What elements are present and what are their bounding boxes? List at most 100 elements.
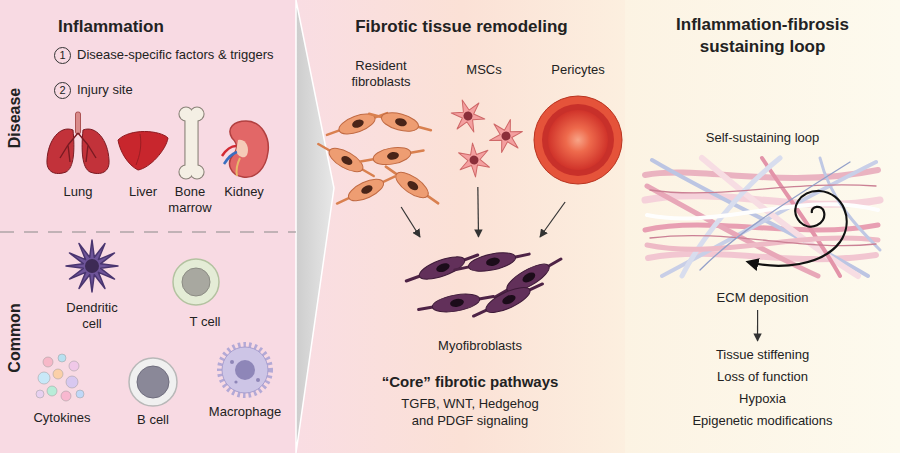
section-heading: “Core” fibrotic pathways <box>360 372 580 391</box>
cell-label: Myofibroblasts <box>405 338 555 354</box>
cytokine-dots-part <box>69 361 79 371</box>
cell-label: Resident fibroblasts <box>325 58 437 90</box>
fibroblast-cells-part <box>367 106 433 138</box>
cell-label: Dendritic cell <box>57 300 127 332</box>
figure-label: ECM deposition <box>640 290 885 306</box>
figure-label: Self-sustaining loop <box>640 130 885 146</box>
ecm-fibers-part <box>645 225 878 230</box>
arrow-connector <box>540 202 565 237</box>
loop-panel: Inflammation-fibrosis sustaining loopSel… <box>625 0 900 453</box>
macrophage-icon-part <box>235 360 255 380</box>
bone-icon-part <box>180 108 204 179</box>
bone-icon-part-part <box>186 114 198 172</box>
cell-group: MSCs <box>440 62 528 185</box>
organ-label: Kidney <box>219 184 269 200</box>
panel-heading: Inflammation <box>58 16 298 38</box>
cytokine-dots-part <box>36 390 44 398</box>
pericyte-icon-part <box>548 110 608 170</box>
cytokine-dots <box>36 354 84 401</box>
arrow-connector <box>477 187 479 237</box>
myofibroblast-cells-part <box>453 246 531 277</box>
myofibroblast-cells-part <box>470 277 546 324</box>
macrophage-icon-part <box>230 360 234 364</box>
callout-number: 1 <box>54 47 71 64</box>
fibroblast-cells <box>314 106 443 211</box>
myofibroblast-cells <box>404 246 565 323</box>
ecm-fibers-part <box>648 254 876 259</box>
dashed-divider <box>0 231 296 232</box>
panel-grounds-part <box>625 0 900 453</box>
lung-icon <box>47 112 109 174</box>
t-cell-icon <box>173 259 219 305</box>
cell-label: Cytokines <box>22 410 102 426</box>
list-text: Injury site <box>77 82 277 98</box>
inflammation-panel: Inflammation <box>0 0 298 453</box>
outcome-item: Loss of function <box>680 366 845 388</box>
lung-icon-part <box>76 112 81 134</box>
lung-icon-part <box>60 133 96 162</box>
dendritic-cell-icon-part <box>85 259 99 273</box>
ecm-fibers <box>645 158 880 276</box>
cell-label: MSCs <box>440 62 528 78</box>
cytokine-dots-part <box>43 357 53 367</box>
liver-icon-part <box>136 134 141 165</box>
liver-icon-part <box>118 132 168 171</box>
outcome-item: Tissue stiffening <box>680 344 845 366</box>
cytokine-dots-part <box>61 391 71 401</box>
organ-label: Bone marrow <box>162 184 218 216</box>
kidney-icon-part <box>236 158 240 176</box>
liver-icon <box>118 132 168 171</box>
cytokine-dots-part <box>66 376 78 388</box>
outcome-item: Epigenetic modifications <box>680 410 845 432</box>
outcome-list: Tissue stiffeningLoss of functionHypoxia… <box>680 342 845 438</box>
outcome-item: Hypoxia <box>680 388 845 410</box>
section-label: Disease <box>5 58 25 178</box>
panel-heading: Fibrotic tissue remodeling <box>298 16 625 38</box>
macrophage-icon-part <box>222 347 268 393</box>
ecm-fibers-part <box>650 185 876 193</box>
b-cell-icon-part <box>137 366 169 398</box>
cell-label: B cell <box>123 412 183 428</box>
organ-label: Liver <box>118 184 168 200</box>
panel-heading: Inflammation-fibrosis sustaining loop <box>647 14 878 58</box>
arrow-connector <box>757 310 758 341</box>
msc-cells-part <box>486 117 526 154</box>
b-cell-icon-part <box>129 358 177 406</box>
bone-icon-part-part <box>186 114 198 172</box>
t-cell-icon-part <box>173 259 219 305</box>
cell-label: Macrophage <box>200 404 290 420</box>
cell-group: Pericytes <box>532 62 624 200</box>
macrophage-icon-part <box>234 380 237 383</box>
section-label: Common <box>5 278 25 398</box>
cytokine-dots-part <box>58 354 66 362</box>
bone-icon <box>180 108 204 179</box>
pericyte-icon-part <box>534 96 622 184</box>
ecm-group: Self-sustaining loopECM deposition <box>640 128 885 308</box>
fibroblast-cells-part <box>359 143 425 170</box>
lung-icon-part <box>47 129 74 173</box>
ecm-fibers-part <box>700 162 850 270</box>
macrophage-icon-part <box>220 345 270 395</box>
cytokine-dots-part <box>76 390 84 398</box>
pericyte-icon <box>534 96 622 184</box>
msc-cells-part <box>452 139 495 180</box>
cell-group: Resident fibroblasts <box>325 58 437 205</box>
cytokine-dots-part <box>47 386 57 396</box>
chevron-arrow <box>296 0 334 453</box>
arrow-connector <box>401 207 420 237</box>
t-cell-icon-part <box>182 268 210 296</box>
b-cell-icon <box>129 358 177 406</box>
bone-icon-part <box>180 108 204 179</box>
cell-label: Pericytes <box>532 62 624 78</box>
pericyte-icon-part <box>542 104 614 176</box>
dendritic-cell-icon <box>66 240 118 292</box>
ecm-fibers-part <box>820 158 880 250</box>
cell-label: T cell <box>175 314 235 330</box>
callout-number: 2 <box>54 82 71 99</box>
lung-icon-part <box>82 129 109 173</box>
cytokine-dots-part <box>38 372 50 384</box>
fibroblast-cells-part <box>334 169 399 211</box>
fibroblast-cells-part <box>381 160 443 210</box>
kidney-icon-part <box>236 140 248 158</box>
